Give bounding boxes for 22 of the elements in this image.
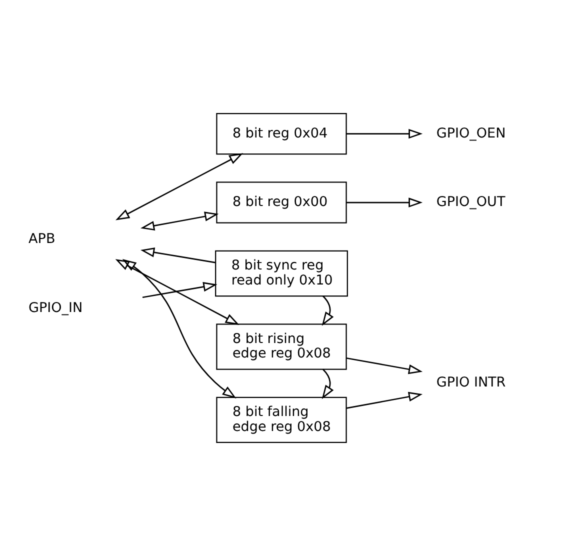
node-box: 8 bit sync reg read only 0x10 <box>215 250 348 297</box>
node-text: GPIO_OEN <box>436 125 506 142</box>
arrow <box>116 153 244 220</box>
arrow <box>346 357 423 374</box>
node-box: 8 bit falling edge reg 0x08 <box>216 396 347 444</box>
node-box: 8 bit rising edge reg 0x08 <box>216 324 347 370</box>
arrow <box>346 128 423 139</box>
arrow <box>322 368 334 400</box>
node-text: APB <box>28 231 56 248</box>
arrow <box>122 259 236 398</box>
arrow <box>115 259 240 325</box>
arrow <box>346 198 423 208</box>
arrow <box>346 392 423 409</box>
node-text: GPIO_OUT <box>436 194 506 210</box>
arrow <box>322 296 334 326</box>
node-text: GPIO_IN <box>28 300 83 316</box>
arrow <box>140 212 219 231</box>
node-box: 8 bit reg 0x00 <box>216 182 347 224</box>
arrow <box>140 248 216 264</box>
arrow <box>142 282 218 298</box>
node-text: GPIO INTR <box>436 374 506 390</box>
node-box: 8 bit reg 0x04 <box>216 112 347 155</box>
